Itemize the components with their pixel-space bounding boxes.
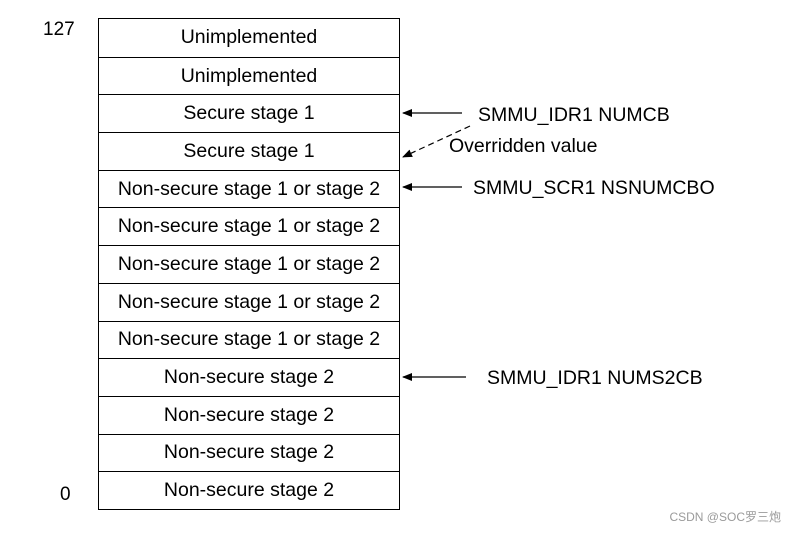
index-label-top: 127: [43, 19, 75, 40]
annotation-nums2cb: SMMU_IDR1 NUMS2CB: [487, 367, 703, 389]
stack-cell-non-secure-stage-1-or-2: Non-secure stage 1 or stage 2: [99, 245, 399, 283]
stack-cell-unimplemented: Unimplemented: [99, 56, 399, 95]
watermark: CSDN @SOC罗三炮: [669, 510, 781, 524]
stack-cell-non-secure-stage-1-or-2: Non-secure stage 1 or stage 2: [99, 207, 399, 245]
stack-cell-non-secure-stage-1-or-2: Non-secure stage 1 or stage 2: [99, 282, 399, 321]
context-bank-stack: Unimplemented Unimplemented Secure stage…: [98, 18, 400, 510]
stack-cell-secure-stage-1: Secure stage 1: [99, 132, 399, 170]
stack-cell-non-secure-stage-1-or-2: Non-secure stage 1 or stage 2: [99, 169, 399, 208]
annotation-overridden-value: Overridden value: [449, 135, 598, 157]
stack-cell-secure-stage-1: Secure stage 1: [99, 94, 399, 132]
stack-cell-non-secure-stage-2: Non-secure stage 2: [99, 395, 399, 434]
annotation-scr1-nsnumcbo: SMMU_SCR1 NSNUMCBO: [473, 177, 715, 199]
index-label-bottom: 0: [60, 484, 71, 505]
stack-cell-non-secure-stage-2: Non-secure stage 2: [99, 433, 399, 472]
stack-cell-non-secure-stage-1-or-2: Non-secure stage 1 or stage 2: [99, 320, 399, 359]
annotation-numcb: SMMU_IDR1 NUMCB: [478, 104, 670, 126]
stack-cell-non-secure-stage-2: Non-secure stage 2: [99, 471, 399, 509]
stack-cell-unimplemented: Unimplemented: [180, 26, 318, 49]
overridden-dashed-arrow: [402, 125, 471, 158]
stack-cell-non-secure-stage-2: Non-secure stage 2: [99, 358, 399, 396]
